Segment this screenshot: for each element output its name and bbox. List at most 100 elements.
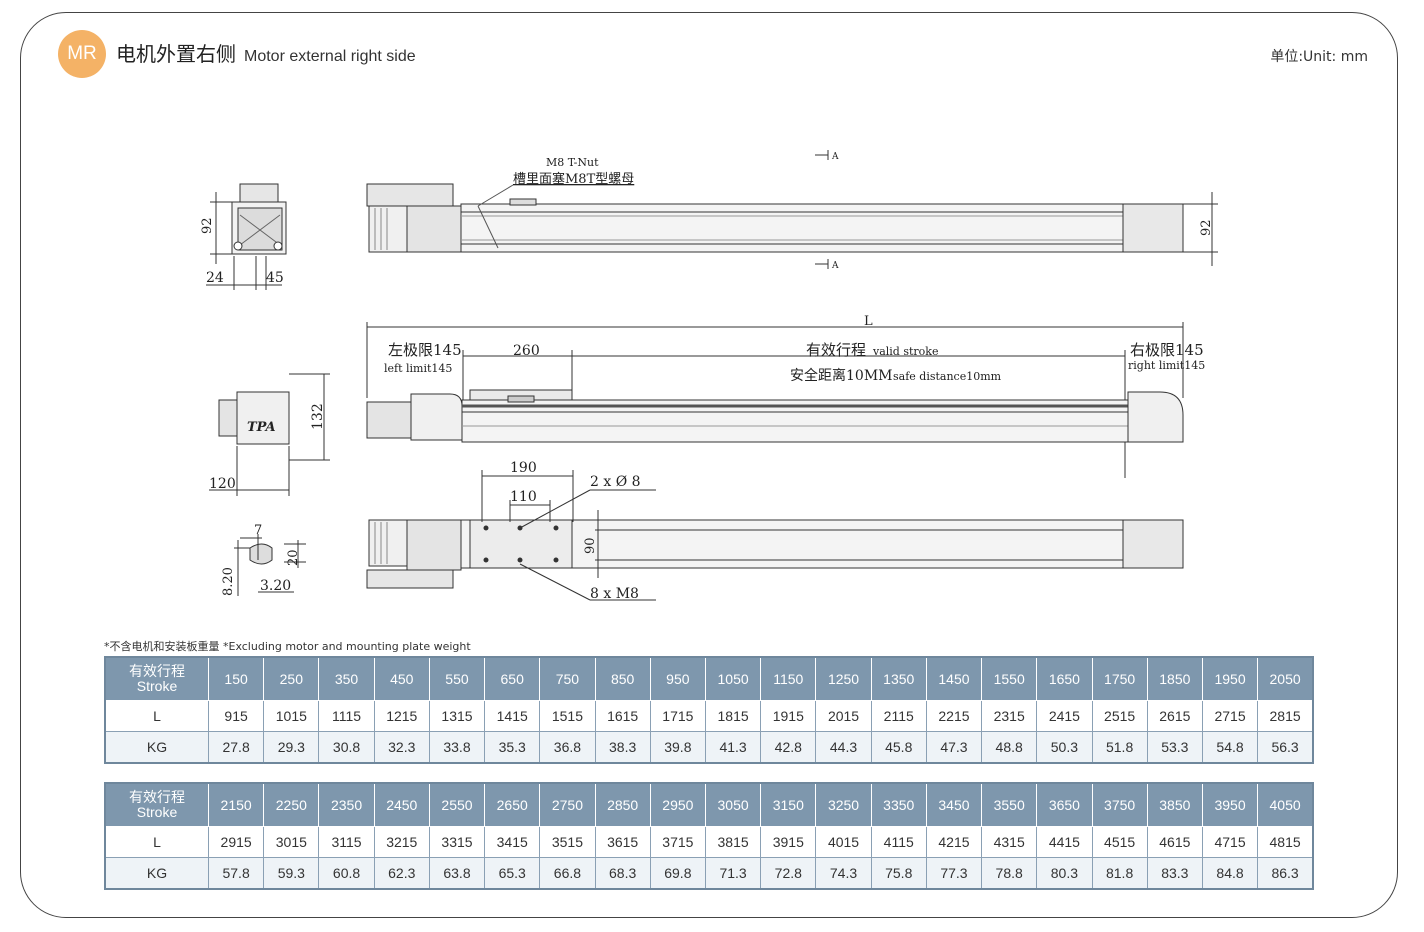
- dim-45: 45: [266, 270, 284, 286]
- stroke-cell: 3450: [925, 782, 983, 827]
- bottom-view: [366, 470, 1184, 601]
- weight-cell: 83.3: [1146, 857, 1203, 890]
- stroke-cell: 2950: [649, 782, 706, 827]
- length-cell: 3115: [318, 826, 375, 858]
- dim-24: 24: [206, 270, 224, 286]
- weight-cell: 39.8: [649, 731, 706, 764]
- length-cell: 4615: [1146, 826, 1203, 858]
- length-cell: 3315: [428, 826, 486, 858]
- dim-92-left: 92: [200, 217, 215, 234]
- length-cell: 3515: [539, 826, 596, 858]
- stroke-cell: 450: [373, 656, 430, 701]
- weight-cell: 51.8: [1091, 731, 1148, 764]
- holes-label: 2 x Ø 8: [590, 474, 641, 490]
- length-cell: 1015: [263, 700, 320, 732]
- dim-20: 20: [286, 549, 301, 566]
- weight-cell: 56.3: [1257, 731, 1314, 764]
- weight-cell: 84.8: [1201, 857, 1259, 890]
- stroke-header-cn: 有效行程: [129, 663, 185, 679]
- weight-cell: 74.3: [815, 857, 872, 890]
- stroke-cell: 850: [594, 656, 651, 701]
- stroke-cell: 1550: [981, 656, 1038, 701]
- length-cell: 2715: [1201, 700, 1259, 732]
- weight-cell: 27.8: [207, 731, 265, 764]
- length-cell: 3915: [760, 826, 817, 858]
- weight-cell: 35.3: [484, 731, 541, 764]
- weight-cell: 68.3: [594, 857, 651, 890]
- length-header: L: [104, 700, 209, 732]
- right-limit-en: right limit145: [1128, 359, 1205, 372]
- stroke-cell: 1650: [1036, 656, 1093, 701]
- stroke-cell: 3050: [704, 782, 762, 827]
- length-cell: 1415: [484, 700, 541, 732]
- valid-stroke-en: valid stroke: [872, 345, 938, 358]
- weight-cell: 80.3: [1036, 857, 1093, 890]
- weight-cell: 30.8: [318, 731, 375, 764]
- stroke-cell: 1850: [1146, 656, 1203, 701]
- stroke-cell: 3350: [870, 782, 927, 827]
- t-nut-cn-label: 槽里面塞M8T型螺母: [513, 171, 634, 187]
- side-view: [209, 322, 1184, 496]
- left-limit-en: left limit145: [384, 362, 452, 375]
- left-limit-cn: 左极限145: [388, 341, 462, 359]
- dim-190: 190: [510, 460, 537, 476]
- tpa-logo: TPA: [247, 420, 276, 435]
- section-mark-bottom: A: [831, 261, 839, 271]
- weight-cell: 41.3: [704, 731, 762, 764]
- dim-260: 260: [513, 343, 540, 359]
- stroke-cell: 250: [263, 656, 320, 701]
- stroke-cell: 350: [318, 656, 375, 701]
- weight-cell: 33.8: [428, 731, 486, 764]
- length-cell: 1615: [594, 700, 651, 732]
- weight-cell: 47.3: [925, 731, 983, 764]
- stroke-cell: 1050: [704, 656, 762, 701]
- length-cell: 1315: [428, 700, 486, 732]
- title-cn: 电机外置右侧: [116, 42, 236, 66]
- length-cell: 2315: [981, 700, 1038, 732]
- weight-cell: 36.8: [539, 731, 596, 764]
- stroke-cell: 2450: [373, 782, 430, 827]
- weight-cell: 75.8: [870, 857, 927, 890]
- right-limit-cn: 右极限145: [1130, 341, 1204, 359]
- weight-cell: 54.8: [1201, 731, 1259, 764]
- length-cell: 1515: [539, 700, 596, 732]
- weight-cell: 42.8: [760, 731, 817, 764]
- length-cell: 4015: [815, 826, 872, 858]
- technical-drawing: M8 T-Nut 槽里面塞M8T型螺母 A A 92 92 24 45 L 左极…: [200, 150, 1218, 602]
- weight-cell: 48.8: [981, 731, 1038, 764]
- weight-cell: 63.8: [428, 857, 486, 890]
- stroke-cell: 1250: [815, 656, 872, 701]
- dim-120: 120: [209, 476, 236, 492]
- weight-cell: 86.3: [1257, 857, 1314, 890]
- stroke-cell: 550: [428, 656, 486, 701]
- stroke-header-en: Stroke: [136, 804, 178, 820]
- length-cell: 915: [207, 700, 265, 732]
- length-cell: 3215: [373, 826, 430, 858]
- weight-cell: 78.8: [981, 857, 1038, 890]
- weight-cell: 71.3: [704, 857, 762, 890]
- weight-header: KG: [104, 731, 209, 764]
- length-cell: 1815: [704, 700, 762, 732]
- length-cell: 4315: [981, 826, 1038, 858]
- stroke-cell: 4050: [1257, 782, 1314, 827]
- slot-detail: [234, 534, 306, 596]
- stroke-cell: 2350: [318, 782, 375, 827]
- stroke-cell: 2250: [263, 782, 320, 827]
- top-view: [366, 150, 1218, 269]
- stroke-cell: 3250: [815, 782, 872, 827]
- stroke-cell: 150: [207, 656, 265, 701]
- page-frame: [20, 12, 1398, 918]
- length-cell: 1915: [760, 700, 817, 732]
- weight-cell: 60.8: [318, 857, 375, 890]
- stroke-cell: 1950: [1201, 656, 1259, 701]
- weight-cell: 65.3: [484, 857, 541, 890]
- dim-7: 7: [254, 523, 262, 538]
- section-mark-top: A: [831, 152, 839, 162]
